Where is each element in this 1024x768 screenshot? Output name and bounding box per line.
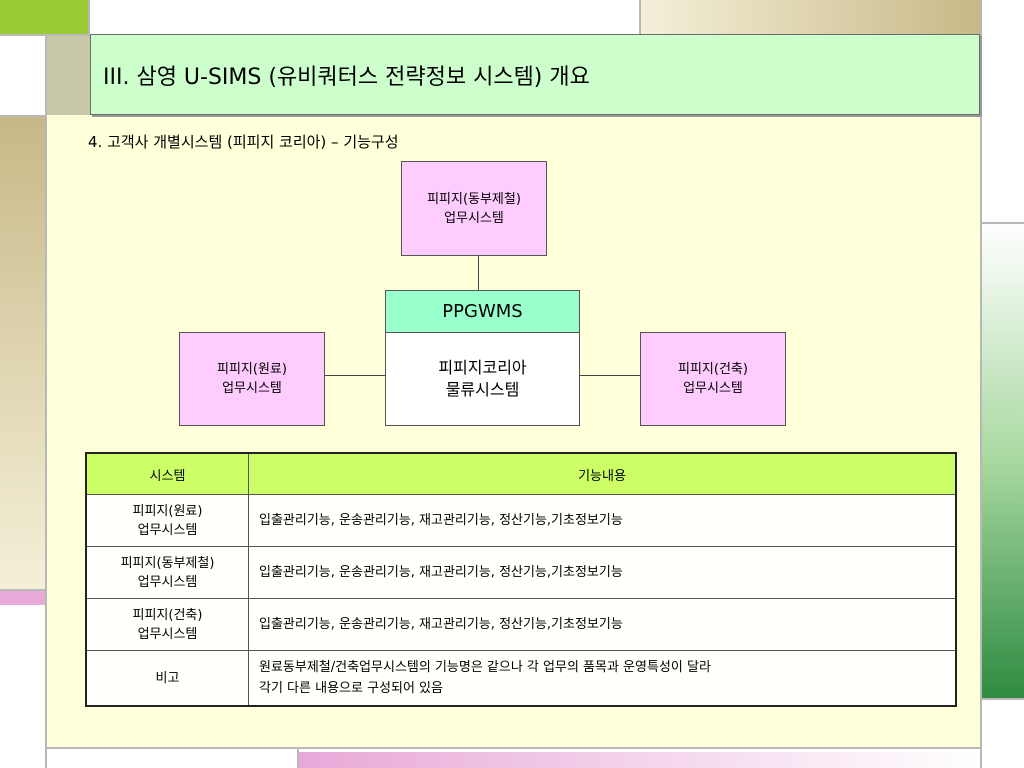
connector-top xyxy=(478,256,479,290)
deco-vline-4 xyxy=(980,0,982,768)
center-system-body: 피피지코리아 물류시스템 xyxy=(385,332,580,426)
page-title-text: III. 삼영 U-SIMS (유비쿼터스 전략정보 시스템) 개요 xyxy=(103,64,590,90)
table-cell-content: 입출관리기능, 운송관리기능, 재고관리기능, 정산기능,기초정보기능 xyxy=(248,598,957,651)
deco-gray-block xyxy=(47,34,90,115)
deco-hline-5 xyxy=(47,747,980,749)
page-title: III. 삼영 U-SIMS (유비쿼터스 전략정보 시스템) 개요 xyxy=(90,34,980,115)
deco-bottom-pink-gradient xyxy=(299,752,980,768)
deco-left-gradient xyxy=(0,117,45,589)
deco-hline-1 xyxy=(0,34,90,36)
table-header-content: 기능내용 xyxy=(248,452,957,495)
deco-vline-3 xyxy=(639,0,641,34)
table-cell-content: 원료동부제철/건축업무시스템의 기능명은 같으나 각 업무의 품목과 운영특성이… xyxy=(248,650,957,707)
table-header-row: 시스템 기능내용 xyxy=(85,452,957,495)
table-cell-content: 입출관리기능, 운송관리기능, 재고관리기능, 정산기능,기초정보기능 xyxy=(248,494,957,547)
table-cell-content: 입출관리기능, 운송관리기능, 재고관리기능, 정산기능,기초정보기능 xyxy=(248,546,957,599)
table-header-system: 시스템 xyxy=(85,452,249,495)
deco-vline-2 xyxy=(88,0,90,34)
deco-hline-3 xyxy=(982,222,1024,224)
deco-green-block xyxy=(0,0,90,34)
deco-right-gradient xyxy=(982,224,1024,698)
table-row: 피피지(건축) 업무시스템 입출관리기능, 운송관리기능, 재고관리기능, 정산… xyxy=(85,598,957,651)
deco-hline-6 xyxy=(0,589,45,591)
table-cell-system: 피피지(동부제철) 업무시스템 xyxy=(85,546,249,599)
section-subtitle: 4. 고객사 개별시스템 (피피지 코리아) – 기능구성 xyxy=(88,133,399,151)
right-system-box: 피피지(건축) 업무시스템 xyxy=(640,332,786,426)
deco-hline-4 xyxy=(982,698,1024,700)
table-row: 비고 원료동부제철/건축업무시스템의 기능명은 같으나 각 업무의 품목과 운영… xyxy=(85,650,957,707)
top-system-box: 피피지(동부제철) 업무시스템 xyxy=(401,161,547,256)
table-cell-system: 피피지(원료) 업무시스템 xyxy=(85,494,249,547)
table-row: 피피지(원료) 업무시스템 입출관리기능, 운송관리기능, 재고관리기능, 정산… xyxy=(85,494,957,547)
deco-hline-2 xyxy=(0,115,47,117)
deco-tan-gradient xyxy=(641,0,980,34)
left-system-box: 피피지(원료) 업무시스템 xyxy=(179,332,325,426)
table-row: 피피지(동부제철) 업무시스템 입출관리기능, 운송관리기능, 재고관리기능, … xyxy=(85,546,957,599)
table-cell-system: 비고 xyxy=(85,650,249,707)
deco-left-pink xyxy=(0,591,45,605)
deco-vline-1 xyxy=(45,34,47,768)
function-table: 시스템 기능내용 피피지(원료) 업무시스템 입출관리기능, 운송관리기능, 재… xyxy=(85,452,957,707)
connector-left xyxy=(325,375,385,376)
center-system-header: PPGWMS xyxy=(385,290,580,333)
connector-right xyxy=(580,375,640,376)
table-cell-system: 피피지(건축) 업무시스템 xyxy=(85,598,249,651)
